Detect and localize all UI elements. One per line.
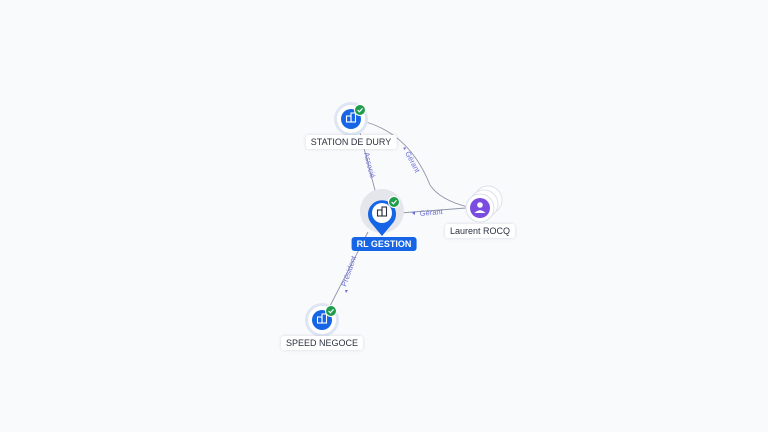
node-station-de-dury[interactable]: [334, 102, 368, 136]
edge-rocq-rl[interactable]: Gérant: [399, 207, 467, 218]
edge-arrow: [403, 147, 406, 150]
building-icon: [376, 206, 388, 217]
person-icon: [474, 202, 486, 213]
edge-label-gerant-station: Gérant: [403, 150, 422, 175]
verified-check-icon: [388, 196, 400, 208]
verified-check-icon: [325, 305, 337, 317]
node-speed-negoce[interactable]: [305, 303, 339, 337]
node-rl-gestion[interactable]: [360, 189, 404, 236]
verified-check-icon: [354, 104, 366, 116]
edge-label-president: Président: [339, 254, 358, 288]
node-label-station-de-dury[interactable]: STATION DE DURY: [305, 135, 397, 149]
node-label-rl-gestion[interactable]: RL GESTION: [351, 237, 417, 251]
edge-arrow: [345, 290, 348, 293]
node-laurent-rocq[interactable]: [465, 185, 503, 223]
building-icon: [345, 112, 357, 123]
edge-arrow: [412, 211, 415, 215]
building-icon: [316, 313, 328, 324]
edge-label-gerant-rl: Gérant: [419, 207, 444, 218]
node-label-speed-negoce[interactable]: SPEED NEGOCE: [280, 336, 364, 350]
node-label-laurent-rocq[interactable]: Laurent ROCQ: [444, 224, 516, 238]
edge-label-associe: Associé: [362, 151, 377, 179]
